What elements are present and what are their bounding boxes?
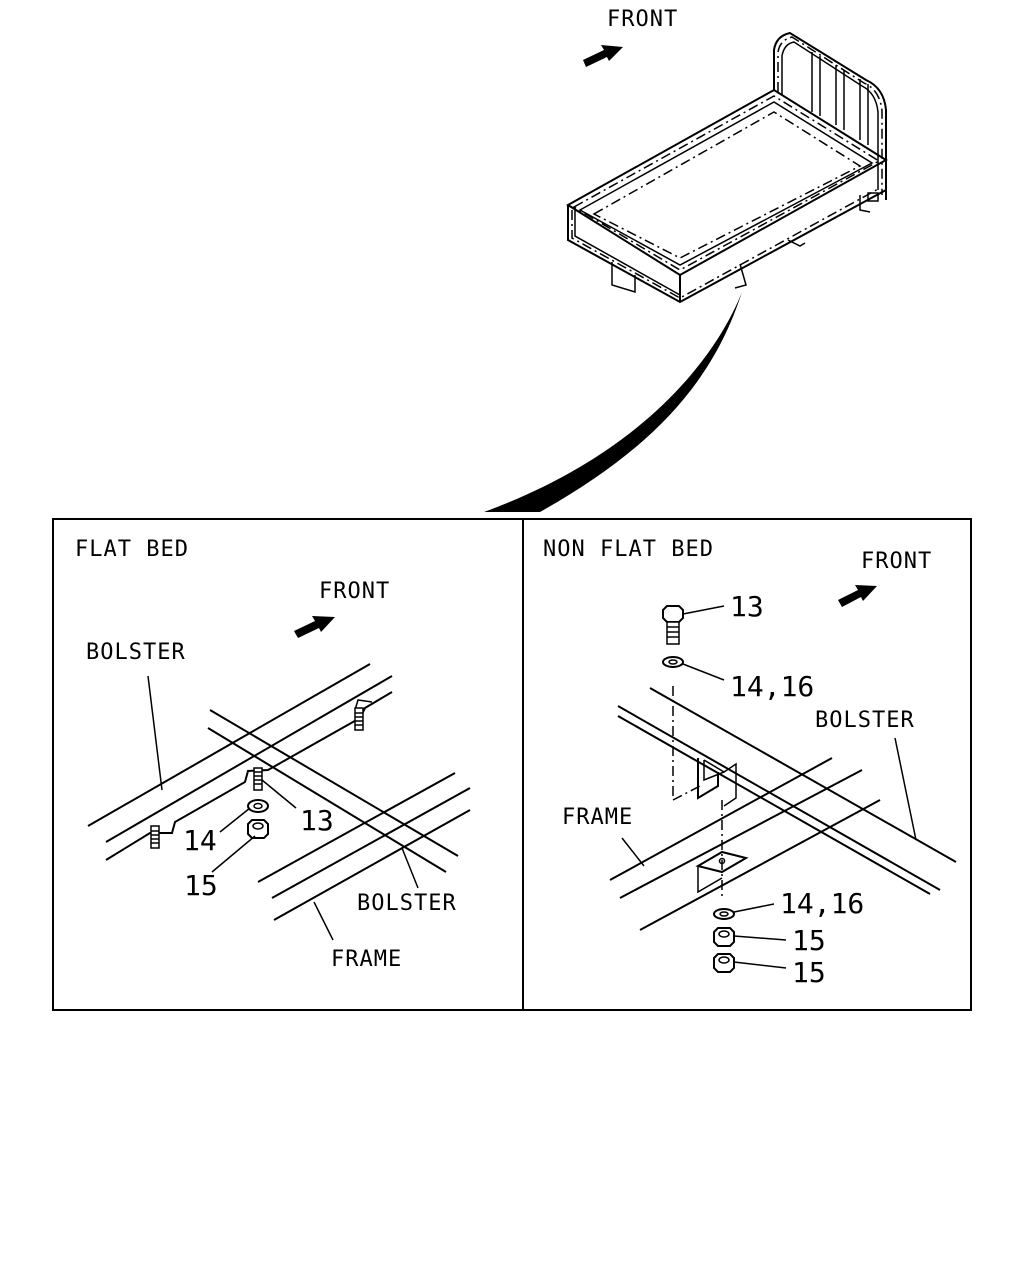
detail-leader-curve [484,292,742,512]
washer [247,799,269,813]
non-flat-bed-panel: NON FLAT BED FRONT [543,537,957,989]
callout-14-16: 14,16 [780,887,864,920]
stud-bolt [354,707,364,731]
bed-platform [566,88,888,304]
hex-nut [713,953,735,973]
non-flat-bed-frame-label: FRAME [562,805,633,830]
callout-13: 13 [300,804,334,837]
callout-15: 15 [792,956,826,989]
non-flat-bed-bolster-label: BOLSTER [815,708,915,733]
non-flat-bed-title: NON FLAT BED [543,537,714,562]
callout-15: 15 [184,869,218,902]
hex-nut [247,819,269,839]
callout-15: 15 [792,924,826,957]
arrow-right-icon [583,45,623,67]
flat-bed-bolster-label-upper: BOLSTER [86,640,186,665]
arrow-right-icon [294,616,335,638]
washer [662,656,684,668]
callout-14: 14 [183,824,217,857]
stud-bolt [150,825,160,849]
hex-bolt [662,605,684,645]
washer [713,908,735,920]
callout-13: 13 [730,590,764,623]
detail-frame [52,518,972,1011]
flat-bed-front-label: FRONT [319,579,390,604]
flat-bed-bolster-label-lower: BOLSTER [357,891,457,916]
truck-bed-illustration: FRONT [484,7,888,512]
top-front-label: FRONT [607,7,678,32]
headboard [773,31,887,213]
flat-bed-panel: FLAT BED FRONT [75,537,471,972]
hex-nut [713,927,735,947]
flat-bed-title: FLAT BED [75,537,189,562]
non-flat-bed-front-label: FRONT [861,549,932,574]
callout-14-16: 14,16 [730,670,814,703]
stud-bolt [253,767,263,791]
flat-bed-frame-label: FRAME [331,947,402,972]
arrow-right-icon [838,585,877,607]
